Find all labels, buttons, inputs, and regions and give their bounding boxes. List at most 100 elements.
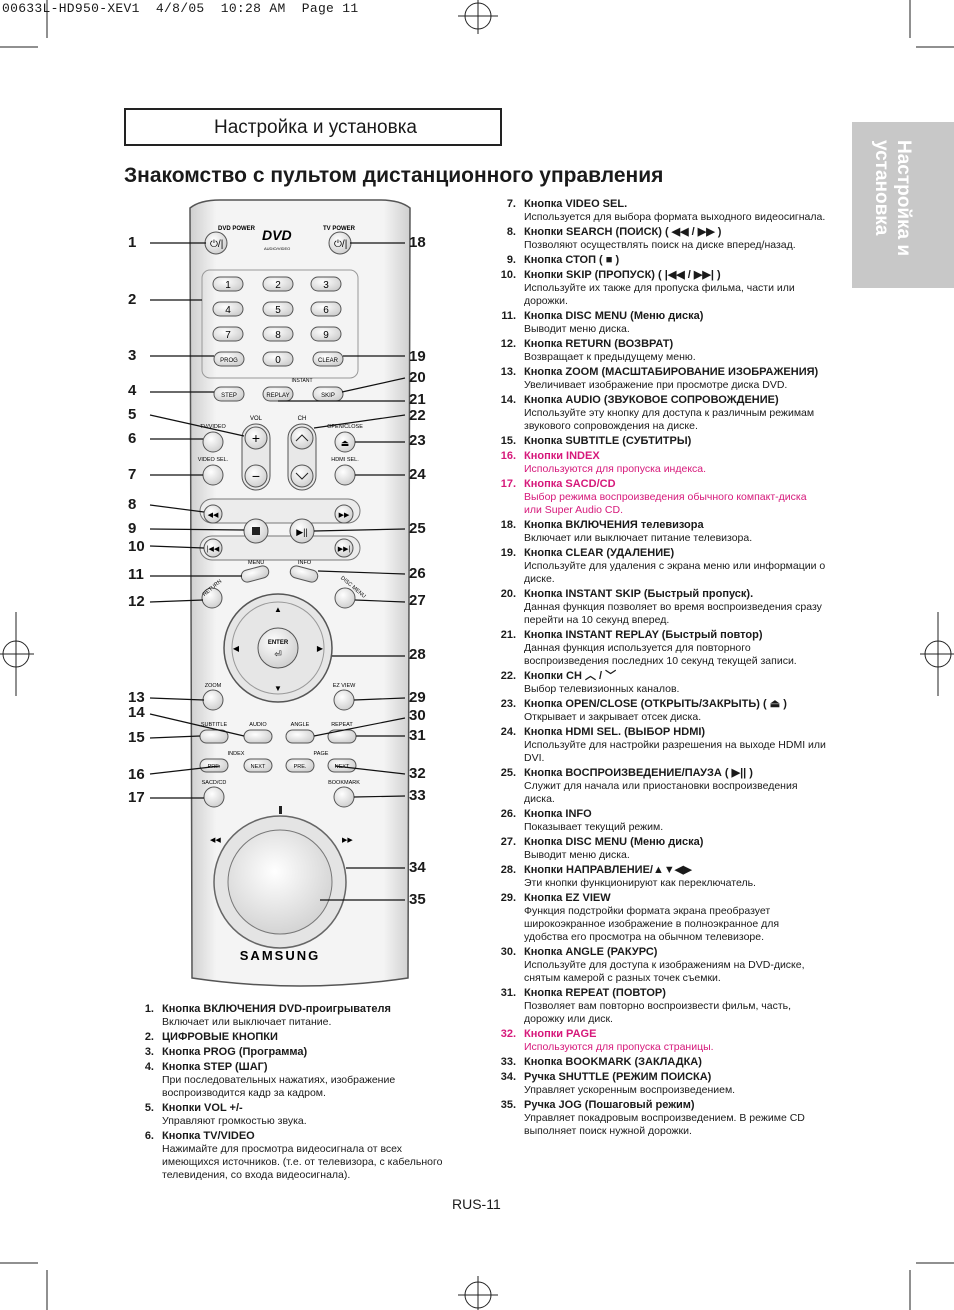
item-title: Ручка JOG (Пошаговый режим) xyxy=(524,1099,695,1111)
description-item: 15.Кнопка SUBTITLE (СУБТИТРЫ) xyxy=(486,435,826,448)
callout-number: 9 xyxy=(128,520,137,537)
disc-menu-button[interactable] xyxy=(334,587,356,609)
dvd-logo: DVD xyxy=(262,227,292,243)
item-number: 21. xyxy=(500,629,516,641)
step-button[interactable] xyxy=(213,386,245,402)
item-title: ЦИФРОВЫЕ КНОПКИ xyxy=(162,1031,278,1043)
vol-down-button[interactable] xyxy=(244,464,268,488)
jog-dial[interactable] xyxy=(227,829,333,935)
angle-button[interactable] xyxy=(285,729,315,744)
direction-ring xyxy=(231,601,325,695)
item-number: 17. xyxy=(500,478,516,490)
vol-up-button[interactable] xyxy=(244,426,268,450)
brand-logo: SAMSUNG xyxy=(240,948,320,963)
callout-number: 34 xyxy=(409,859,426,876)
description-item: 13.Кнопка ZOOM (МАСШТАБИРОВАНИЕ ИЗОБРАЖЕ… xyxy=(486,366,826,392)
description-item: 8.Кнопки SEARCH (ПОИСК) ( ◀◀ / ▶▶ )Позво… xyxy=(486,226,826,252)
clear-label: CLEAR xyxy=(318,358,339,364)
bookmark-button[interactable] xyxy=(333,786,355,808)
sacd-cd-button[interactable] xyxy=(203,786,225,808)
digit-5-button[interactable] xyxy=(262,301,294,317)
item-number: 4. xyxy=(144,1061,154,1073)
menu-button[interactable] xyxy=(240,565,270,584)
item-title: Кнопка PROG (Программа) xyxy=(162,1046,308,1058)
description-item: 25.Кнопка ВОСПРОИЗВЕДЕНИЕ/ПАУЗА ( ▶|| )С… xyxy=(486,767,826,806)
menu-label: MENU xyxy=(248,560,264,566)
callout-number: 19 xyxy=(409,348,426,365)
digit-9-label: 9 xyxy=(323,330,329,341)
description-item: 33.Кнопка BOOKMARK (ЗАКЛАДКА) xyxy=(486,1056,826,1069)
page-prev-button[interactable] xyxy=(285,758,315,773)
index-next-button[interactable] xyxy=(243,758,273,773)
digit-8-button[interactable] xyxy=(262,326,294,342)
description-item: 23.Кнопка OPEN/CLOSE (ОТКРЫТЬ/ЗАКРЫТЬ) (… xyxy=(486,698,826,724)
description-item: 24.Кнопка HDMI SEL. (ВЫБОР HDMI)Использу… xyxy=(486,726,826,765)
item-description: Используются для пропуска индекса. xyxy=(524,463,707,475)
item-description: Используйте их также для пропуска фильма… xyxy=(524,282,795,307)
page-next-button[interactable] xyxy=(327,758,357,773)
item-description: Позволяет вам повторно воспроизвести фил… xyxy=(524,1000,792,1025)
item-description: Выбор телевизионных каналов. xyxy=(524,683,680,695)
instant-label: INSTANT xyxy=(291,378,312,384)
step-label: STEP xyxy=(221,393,237,399)
description-item: 3.Кнопка PROG (Программа) xyxy=(124,1046,444,1059)
digit-9-button[interactable] xyxy=(310,326,342,342)
item-number: 6. xyxy=(144,1130,154,1142)
index-next-label: NEXT xyxy=(251,764,266,770)
info-button[interactable] xyxy=(289,565,319,584)
search-forward-button[interactable] xyxy=(334,504,354,524)
index-prev-button[interactable] xyxy=(199,758,229,773)
hdmi-sel-button[interactable] xyxy=(334,464,356,486)
tv-power-label: TV POWER xyxy=(323,226,356,232)
return-button[interactable] xyxy=(201,587,223,609)
tv-video-label: TV/VIDEO xyxy=(200,424,226,430)
item-description: Выбор режима воспроизведения обычного ко… xyxy=(524,491,807,516)
tv-video-button[interactable] xyxy=(202,431,224,453)
callout-number: 29 xyxy=(409,689,426,706)
video-sel-label: VIDEO SEL. xyxy=(198,457,229,463)
search-back-button[interactable] xyxy=(203,504,223,524)
digit-1-button[interactable] xyxy=(212,276,244,292)
page-number: RUS-11 xyxy=(452,1196,501,1212)
enter-button[interactable] xyxy=(257,627,299,669)
audio-button[interactable] xyxy=(243,729,273,744)
item-description: При последовательных нажатиях, изображен… xyxy=(162,1074,396,1099)
digit-3-button[interactable] xyxy=(310,276,342,292)
item-title: Кнопка SACD/CD xyxy=(524,478,616,490)
clear-button[interactable] xyxy=(312,351,344,367)
minus-icon: − xyxy=(252,468,260,484)
item-number: 13. xyxy=(500,366,516,378)
callout-number: 6 xyxy=(128,430,137,447)
item-title: Кнопка INSTANT REPLAY (Быстрый повтор) xyxy=(524,629,763,641)
item-number: 8. xyxy=(506,226,516,238)
power-icon: ⏻/| xyxy=(334,239,347,250)
ch-up-button[interactable] xyxy=(290,426,314,450)
ch-down-button[interactable] xyxy=(290,464,314,488)
item-number: 16. xyxy=(500,450,516,462)
item-title: Ручка SHUTTLE (РЕЖИМ ПОИСКА) xyxy=(524,1071,712,1083)
subtitle-button[interactable] xyxy=(199,729,229,744)
digit-4-button[interactable] xyxy=(212,301,244,317)
ez-view-button[interactable] xyxy=(333,689,355,711)
prog-button[interactable] xyxy=(213,351,245,367)
video-sel-button[interactable] xyxy=(202,464,224,486)
item-description: Управляет ускоренным воспроизведением. xyxy=(524,1084,736,1096)
callout-number: 10 xyxy=(128,538,145,555)
digit-2-button[interactable] xyxy=(262,276,294,292)
item-number: 27. xyxy=(500,836,516,848)
skip-forward-button[interactable] xyxy=(334,538,354,558)
dvd-logo-sub: AUDIO/VIDEO xyxy=(264,246,290,251)
callout-number: 8 xyxy=(128,496,137,513)
digit-6-button[interactable] xyxy=(310,301,342,317)
digit-7-button[interactable] xyxy=(212,326,244,342)
digit-0-button[interactable] xyxy=(262,351,294,367)
item-title: Кнопки VOL +/- xyxy=(162,1102,243,1114)
zoom-button[interactable] xyxy=(202,689,224,711)
item-number: 14. xyxy=(500,394,516,406)
digit-0-label: 0 xyxy=(275,355,281,366)
callout-number: 2 xyxy=(128,291,137,308)
